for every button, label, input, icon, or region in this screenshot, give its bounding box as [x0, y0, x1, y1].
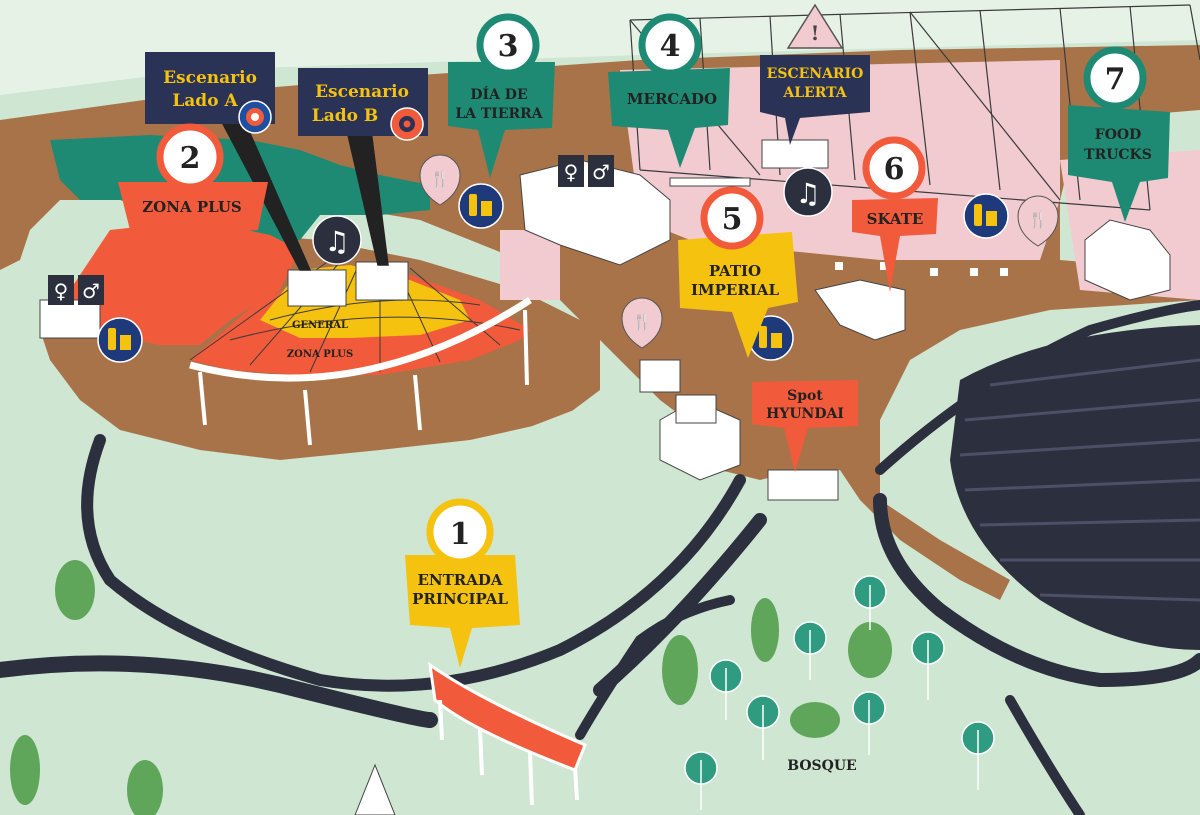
bar-icon — [963, 193, 1009, 239]
bosque-label: BOSQUE — [787, 758, 856, 774]
location-7-food-trucks[interactable]: 7 FOOD TRUCKS — [1068, 46, 1170, 222]
location-3-dia-de-la-tierra[interactable]: 3 DÍA DE LA TIERRA — [448, 13, 555, 178]
location-3-number: 3 — [498, 29, 519, 64]
svg-text:♂: ♂ — [82, 279, 100, 303]
restroom-icon: ♀ ♂ — [558, 155, 614, 187]
location-1-line1: ENTRADA — [417, 571, 502, 589]
svg-text:🍴: 🍴 — [1028, 210, 1048, 229]
location-5-number: 5 — [722, 202, 743, 237]
stage-alerta-line1: ESCENARIO — [767, 66, 864, 82]
warning-icon: ! — [786, 3, 844, 49]
target-icon — [238, 100, 272, 134]
canopy-columns — [198, 309, 529, 446]
stage-alerta-line2: ALERTA — [782, 85, 847, 101]
spot-hyundai-line2: HYUNDAI — [766, 406, 844, 422]
top-grass — [0, 0, 1200, 95]
bar-icon — [97, 317, 143, 363]
forest — [10, 560, 995, 815]
tent — [354, 763, 396, 815]
svg-text:♂: ♂ — [592, 160, 610, 184]
location-4-line1: MERCADO — [627, 90, 717, 108]
location-6-number: 6 — [884, 152, 905, 187]
location-7-line1: FOOD — [1095, 127, 1141, 143]
location-4-number: 4 — [660, 29, 681, 64]
target-icon — [390, 107, 424, 141]
bar-icon — [458, 183, 504, 229]
location-1-entrada[interactable]: 1 ENTRADA PRINCIPAL — [405, 498, 520, 668]
spot-hyundai-line1: Spot — [787, 388, 823, 404]
stage-lado-b-line2: Lado B — [312, 106, 378, 126]
location-5-line2: IMPERIAL — [691, 281, 779, 299]
food-icon: 🍴 — [419, 154, 461, 206]
location-6-skate[interactable]: 6 SKATE — [852, 136, 938, 292]
food-icon: 🍴 — [1017, 195, 1059, 247]
stage-lado-b-line1: Escenario — [315, 82, 409, 102]
music-icon: ♫ — [783, 167, 833, 217]
svg-text:!: ! — [811, 21, 820, 45]
stage-lado-b[interactable]: Escenario Lado B — [298, 68, 428, 141]
roads — [0, 300, 1200, 815]
spot-hyundai[interactable]: Spot HYUNDAI — [752, 380, 858, 472]
location-3-line2: LA TIERRA — [455, 106, 543, 122]
location-1-number: 1 — [450, 517, 471, 552]
svg-text:♀: ♀ — [54, 279, 69, 303]
location-4-mercado[interactable]: 4 MERCADO — [608, 13, 730, 168]
amphitheater-canopy — [189, 297, 532, 382]
stage-lado-a[interactable]: Escenario Lado A — [145, 52, 275, 134]
stage-lado-a-line1: Escenario — [163, 68, 257, 88]
location-7-number: 7 — [1105, 62, 1126, 97]
zona-plus-area — [60, 220, 300, 345]
entrance-bridge — [428, 661, 587, 806]
svg-text:♀: ♀ — [564, 160, 579, 184]
section-zona-plus-label: ZONA PLUS — [287, 349, 353, 360]
svg-text:♫: ♫ — [795, 177, 820, 210]
food-icon: 🍴 — [621, 297, 663, 349]
location-1-line2: PRINCIPAL — [412, 590, 508, 608]
stage-lado-a-line2: Lado A — [172, 91, 238, 111]
location-7-line2: TRUCKS — [1084, 147, 1152, 163]
svg-text:♫: ♫ — [324, 225, 349, 258]
buildings — [39, 139, 1171, 501]
music-icon: ♫ — [312, 215, 362, 265]
stage-alerta[interactable]: ESCENARIO ALERTA — [760, 55, 870, 145]
location-5-line1: PATIO — [709, 262, 761, 280]
section-general-label: GENERAL — [292, 320, 348, 331]
location-2-number: 2 — [180, 141, 201, 176]
location-6-line1: SKATE — [867, 210, 924, 228]
svg-text:🍴: 🍴 — [430, 169, 450, 188]
location-5-patio-imperial[interactable]: 5 PATIO IMPERIAL — [678, 186, 798, 358]
location-3-line1: DÍA DE — [470, 85, 527, 103]
restroom-icon: ♀ ♂ — [48, 275, 104, 305]
location-2-zona-plus[interactable]: 2 ZONA PLUS — [118, 123, 268, 268]
svg-text:🍴: 🍴 — [632, 312, 652, 331]
location-2-line1: ZONA PLUS — [142, 198, 242, 216]
